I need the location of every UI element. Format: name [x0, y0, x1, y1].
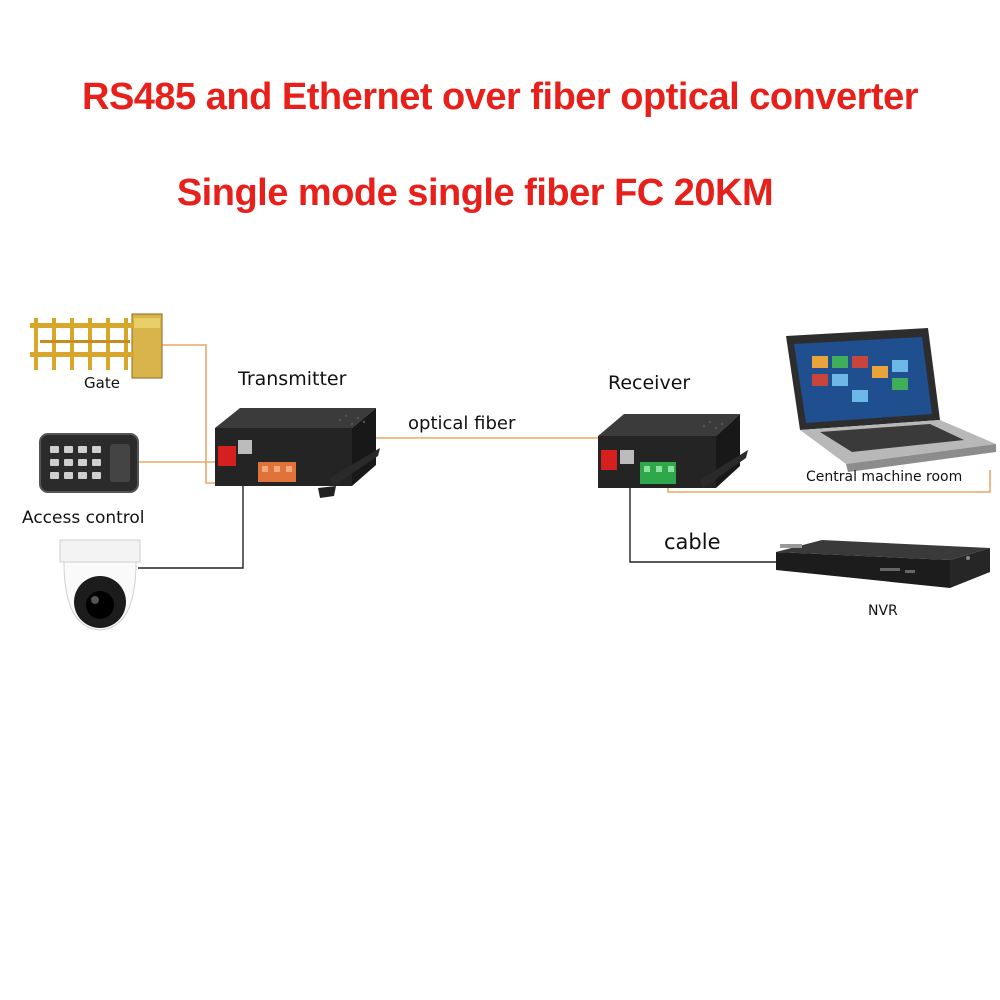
optical-fiber-label: optical fiber: [408, 413, 515, 434]
laptop-icon: [786, 328, 996, 472]
gate-barrier-icon: [30, 314, 162, 378]
gate-label: Gate: [84, 374, 120, 392]
access-control-label: Access control: [22, 508, 145, 528]
transmitter-label: Transmitter: [238, 368, 346, 390]
central-room-label: Central machine room: [806, 469, 962, 485]
receiver-label: Receiver: [608, 372, 690, 394]
dome-camera-icon: [60, 540, 140, 630]
access-control-keypad-icon: [40, 434, 138, 492]
cable-label: cable: [664, 530, 721, 554]
transmitter-device-icon: [215, 408, 380, 498]
nvr-device-icon: [776, 540, 990, 588]
receiver-device-icon: [598, 414, 748, 488]
nvr-label: NVR: [868, 603, 898, 619]
